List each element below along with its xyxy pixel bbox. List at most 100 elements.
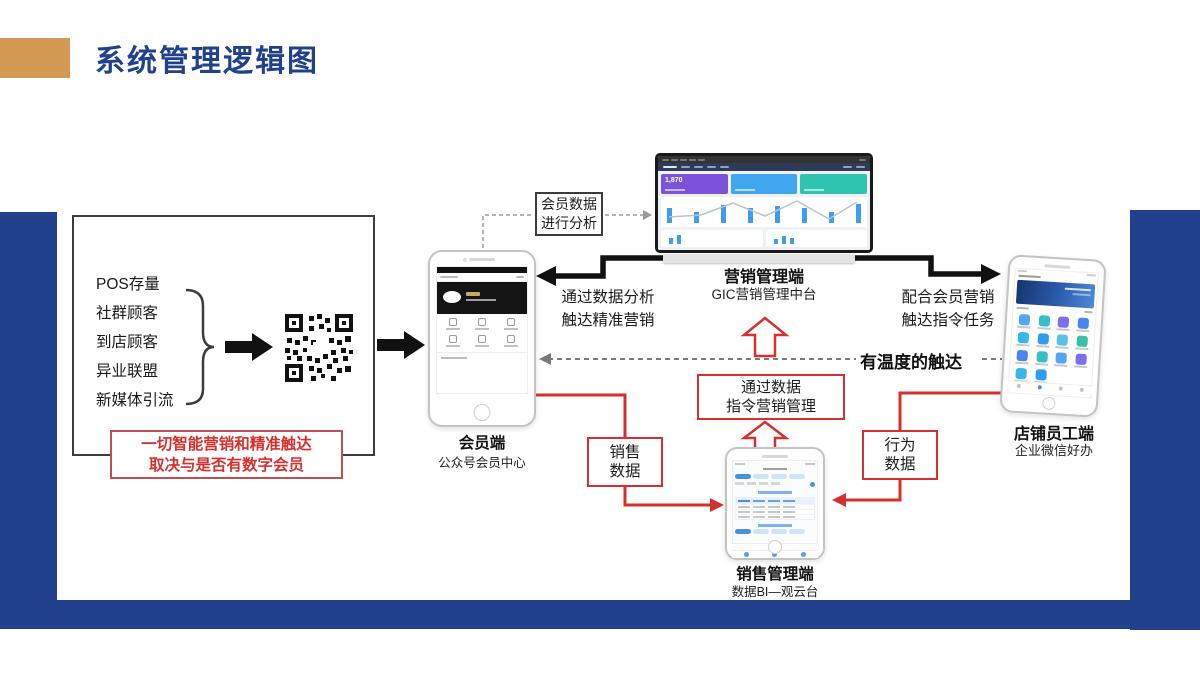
orders-row	[437, 352, 527, 363]
member-subtitle: 公众号会员中心	[438, 456, 526, 470]
reach-annotation: 通过数据分析 触达精准营销	[543, 286, 673, 332]
speaker-icon	[469, 258, 495, 261]
chart-bar	[802, 208, 807, 223]
membership-card	[437, 282, 527, 314]
warm-arrowhead	[539, 353, 551, 365]
arrowhead-to-staff	[981, 264, 1001, 284]
marketing-monitor: 1,870	[655, 153, 873, 253]
dashboard-mini-panels	[661, 230, 867, 247]
kpi-card-blue	[730, 174, 798, 194]
member-phone-screen	[436, 266, 528, 394]
task-line-2: 触达指令任务	[901, 312, 995, 329]
app-icon	[1012, 349, 1032, 365]
nav-bar	[437, 273, 527, 282]
home-button-icon	[473, 404, 491, 421]
instruct-box: 通过数据 指令营销管理	[697, 374, 845, 420]
dashboard-chart	[661, 197, 867, 227]
kpi-value: 1,870	[665, 177, 683, 184]
gold-badge	[466, 292, 480, 296]
page-title: 系统管理逻辑图	[95, 45, 319, 78]
arrow-qr-to-member	[377, 331, 425, 359]
kpi-card-teal	[800, 174, 868, 194]
chart-bar	[856, 204, 861, 223]
card-text-line	[466, 299, 496, 301]
member-name: 会员端	[458, 435, 506, 452]
brand-logo-icon	[443, 291, 461, 303]
kpi-row: 1,870	[661, 174, 868, 194]
red-arrowhead-left	[710, 498, 724, 512]
source-item: 社群顾客	[96, 305, 159, 322]
app-icon	[1013, 331, 1033, 347]
sales-data-box: 销售 数据	[587, 437, 663, 487]
instruct-line-2: 指令营销管理	[725, 398, 816, 415]
sales-name: 销售管理端	[736, 566, 814, 583]
qr-code	[283, 312, 355, 384]
staff-app-grid	[1009, 311, 1095, 390]
chart-bar	[748, 208, 753, 223]
sales-phone	[725, 447, 825, 560]
analyze-box: 会员数据 进行分析	[535, 192, 603, 236]
app-icon	[1071, 353, 1091, 369]
sales-subtitle: 数据BI—观云台	[731, 585, 819, 599]
reach-line-1: 通过数据分析	[561, 289, 655, 306]
dashed-member-to-analyze	[482, 214, 533, 248]
status-bar	[437, 267, 527, 273]
sales-phone-screen	[732, 460, 818, 544]
app-icon	[1052, 334, 1072, 349]
chart-bar	[775, 206, 780, 223]
mini-bars-left	[669, 232, 681, 244]
kpi-card-purple: 1,870	[661, 174, 728, 194]
browser-bar	[658, 156, 870, 163]
source-item: 异业联盟	[96, 363, 159, 380]
chart-bar	[694, 212, 699, 223]
right-border-bar	[1130, 210, 1200, 630]
app-icon	[1051, 352, 1071, 367]
home-button-icon	[768, 540, 782, 554]
source-item: 新媒体引流	[96, 392, 174, 409]
camera-dot-icon	[463, 258, 468, 262]
chart-bar	[789, 238, 794, 244]
arrowhead-to-member	[536, 266, 556, 286]
instruct-line-1: 通过数据	[740, 379, 801, 396]
mini-panel-left	[661, 230, 763, 247]
chart-bar	[773, 239, 778, 244]
chart-bar	[669, 238, 673, 244]
staff-name: 店铺员工端	[1013, 426, 1094, 443]
dashboard-nav	[658, 163, 870, 171]
analyze-line-2: 进行分析	[541, 215, 597, 231]
app-icon	[1072, 335, 1092, 351]
speaker-icon	[762, 455, 788, 458]
app-icon	[1014, 313, 1034, 329]
sales-data-line-2: 数据	[609, 463, 641, 480]
trend-line	[668, 200, 858, 220]
chart-bar	[667, 208, 672, 223]
app-banner	[1015, 279, 1096, 309]
mini-bars-right	[773, 232, 794, 244]
chart-bar	[781, 236, 786, 244]
dashboard-body: 1,870	[658, 171, 870, 250]
app-icon	[1034, 315, 1054, 330]
note-line-1: 一切智能营销和精准触达	[141, 435, 312, 453]
title-accent-bar	[0, 38, 70, 78]
staff-phone	[999, 254, 1107, 418]
marketing-subtitle: GIC营销管理中台	[711, 287, 817, 302]
warm-touch-label: 有温度的触达	[860, 353, 962, 372]
red-up-arrow-to-monitor	[740, 316, 790, 358]
source-list: POS存量 社群顾客 到店顾客 异业联盟 新媒体引流	[96, 270, 174, 415]
left-border-bar	[0, 212, 57, 600]
sales-data-line-1: 销售	[609, 444, 641, 461]
app-icon	[1053, 316, 1073, 332]
behavior-line-1: 行为	[884, 437, 916, 454]
dashed-arrowhead-right	[643, 210, 652, 220]
speaker-icon	[1044, 264, 1071, 269]
analyze-line-1: 会员数据	[541, 196, 597, 212]
behavior-line-2: 数据	[884, 456, 916, 473]
dashboard-screen: 1,870	[658, 156, 870, 250]
task-annotation: 配合会员营销 触达指令任务	[878, 286, 1018, 332]
member-phone	[428, 250, 536, 427]
staff-phone-screen	[1007, 267, 1099, 399]
app-icon	[1033, 333, 1053, 348]
reach-line-2: 触达精准营销	[561, 312, 655, 329]
behavior-data-box: 行为 数据	[862, 430, 938, 480]
